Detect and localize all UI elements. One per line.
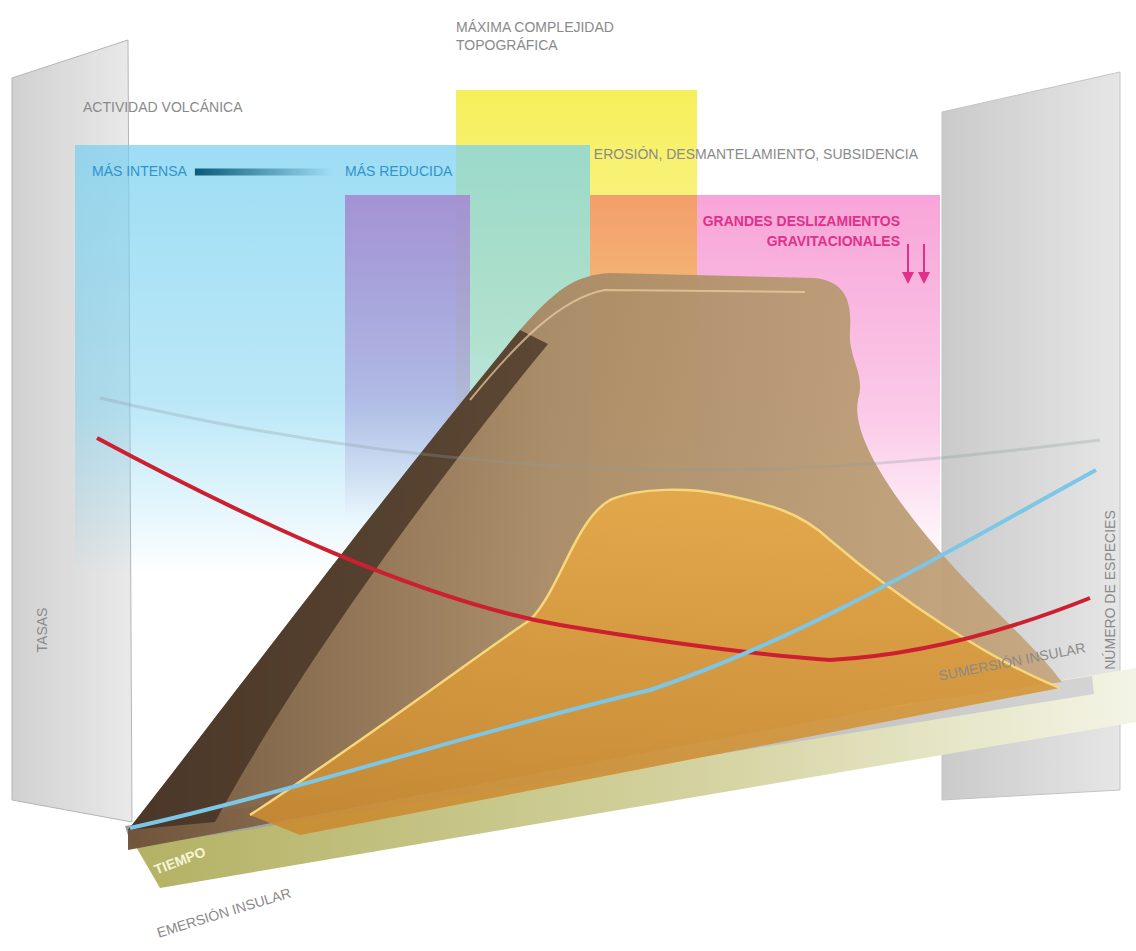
species-curve	[130, 470, 1096, 828]
down-arrow	[907, 244, 909, 278]
axis-label: NÚMERO DE ESPECIES	[1102, 510, 1119, 669]
heading-rule	[470, 73, 697, 75]
axis-label: TASAS	[34, 608, 51, 653]
heading-rule	[83, 127, 590, 129]
process-label: EROSIÓN, DESMANTELAMIENTO, SUBSIDENCIA	[594, 146, 918, 163]
down-arrow	[923, 244, 925, 278]
intensity-label: MÁS REDUCIDA	[345, 163, 452, 180]
faint-curve	[100, 398, 1100, 470]
intensity-label: MÁS INTENSA	[92, 163, 187, 180]
species-layer	[250, 490, 1060, 835]
island-mountain	[128, 273, 1062, 850]
intensity-bar	[195, 169, 333, 176]
rate-curve	[97, 438, 1090, 660]
axis-label: EMERSIÓN INSULAR	[155, 885, 293, 942]
heading-rule	[345, 185, 918, 187]
mountain-ridge	[470, 290, 805, 400]
band-note: GRANDES DESLIZAMIENTOS GRAVITACIONALES	[627, 195, 940, 251]
band-heading: MÁXIMA COMPLEJIDAD TOPOGRÁFICA	[456, 18, 686, 54]
process-label: ACTIVIDAD VOLCÁNICA	[83, 99, 242, 116]
